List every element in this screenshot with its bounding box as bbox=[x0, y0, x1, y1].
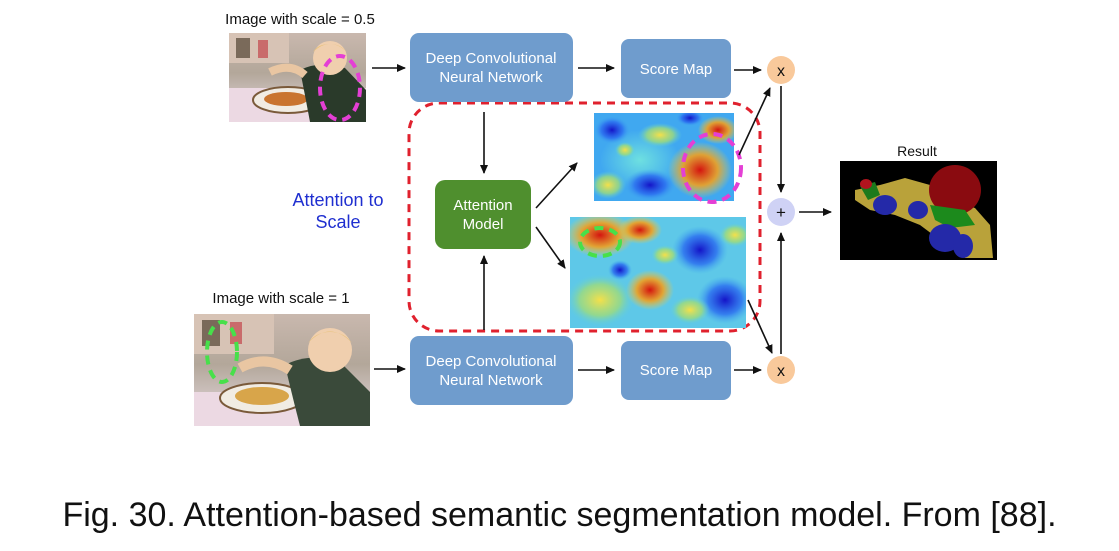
score-map-bottom-box: Score Map bbox=[621, 341, 731, 400]
result-label: Result bbox=[897, 143, 937, 159]
attention-region-outline bbox=[407, 101, 762, 333]
figure-caption: Fig. 30. Attention-based semantic segmen… bbox=[62, 496, 1057, 534]
connector-arrows bbox=[372, 64, 832, 374]
photo-scale-0-5 bbox=[229, 33, 366, 122]
arrow-heatmap-top-to-multiply bbox=[738, 87, 771, 156]
attention-heatmap-bottom bbox=[570, 217, 746, 328]
heatmap-bottom-highlight bbox=[578, 226, 622, 258]
multiply-node-bottom: x bbox=[767, 356, 795, 384]
arrow-attention-to-heatmap-top bbox=[535, 162, 578, 209]
attention-segmentation-diagram: Image with scale = 0.5 Image with scale … bbox=[194, 11, 997, 426]
multiply-node-top: x bbox=[767, 56, 795, 84]
attention-model-label-1: Attention bbox=[453, 197, 512, 214]
attention-highlight-green bbox=[205, 320, 239, 384]
arrow-attention-to-heatmap-bottom bbox=[535, 226, 566, 269]
attention-model-box: Attention Model bbox=[435, 180, 531, 249]
score-map-top-box: Score Map bbox=[621, 39, 731, 98]
multiply-top-symbol: x bbox=[777, 63, 785, 80]
dcnn-bottom-label-2: Neural Network bbox=[439, 372, 543, 389]
attention-heatmap-top bbox=[594, 113, 734, 201]
arrow-heatmap-bottom-to-multiply bbox=[747, 299, 773, 354]
attention-highlight-magenta bbox=[318, 54, 362, 122]
multiply-bottom-symbol: x bbox=[777, 363, 785, 380]
score-map-top-label: Score Map bbox=[640, 61, 713, 78]
dcnn-top-label-2: Neural Network bbox=[439, 69, 543, 86]
score-map-bottom-label: Score Map bbox=[640, 362, 713, 379]
result-segmentation-map bbox=[840, 161, 997, 260]
photo-scale-1 bbox=[194, 314, 370, 426]
dcnn-top-label-1: Deep Convolutional bbox=[426, 50, 557, 67]
image-bottom-label: Image with scale = 1 bbox=[212, 290, 349, 307]
attention-to-scale-line2: Scale bbox=[315, 212, 360, 232]
sum-symbol: + bbox=[776, 203, 786, 222]
dcnn-bottom-box: Deep Convolutional Neural Network bbox=[410, 336, 573, 405]
heatmap-top-highlight bbox=[681, 132, 743, 204]
attention-to-scale-line1: Attention to bbox=[292, 190, 383, 210]
dcnn-top-box: Deep Convolutional Neural Network bbox=[410, 33, 573, 102]
sum-node: + bbox=[767, 198, 795, 226]
attention-model-label-2: Model bbox=[463, 216, 504, 233]
image-top-label: Image with scale = 0.5 bbox=[225, 11, 375, 28]
dcnn-bottom-label-1: Deep Convolutional bbox=[426, 353, 557, 370]
